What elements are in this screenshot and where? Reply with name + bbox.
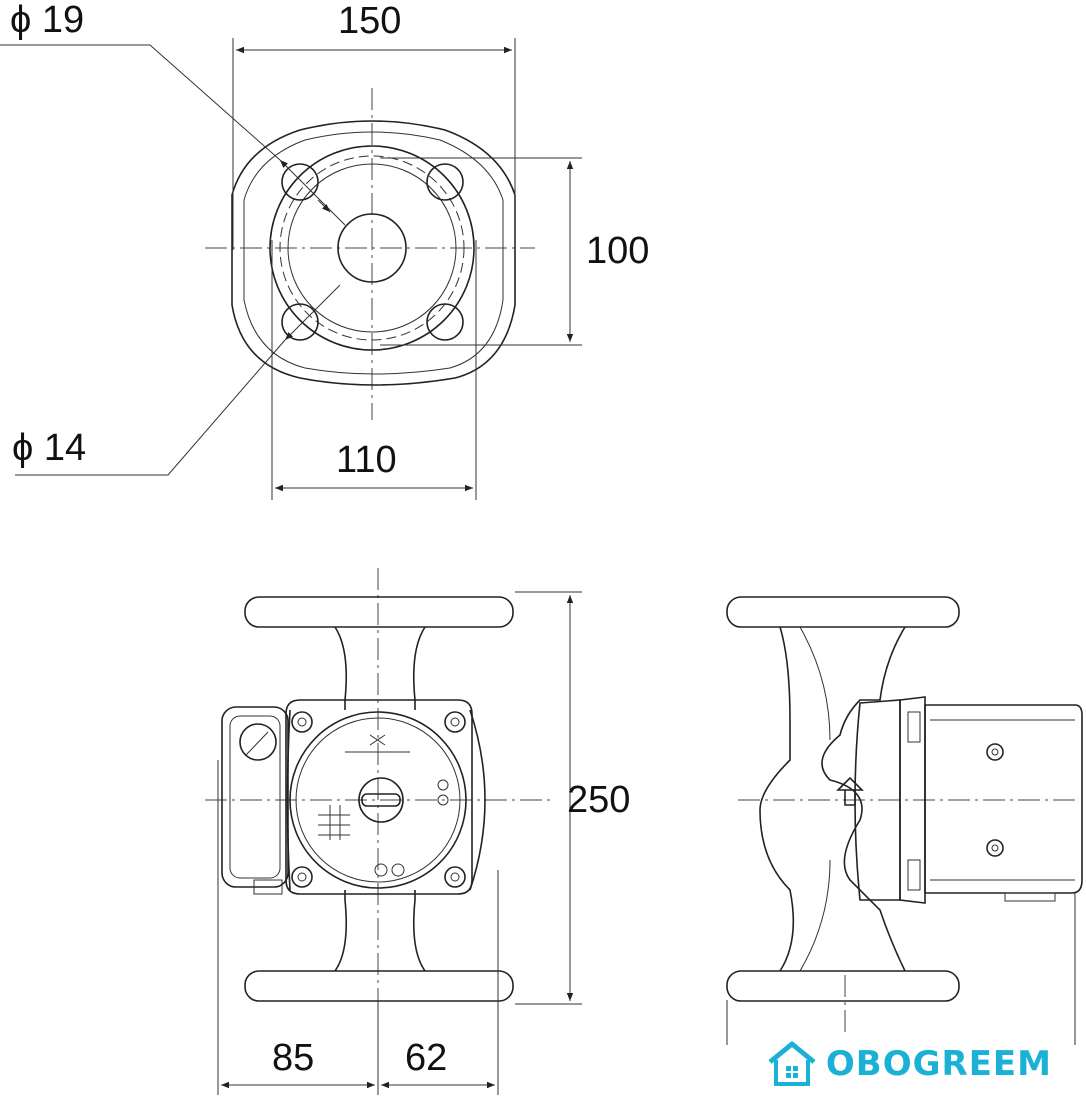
dimension-150: 150 (338, 0, 401, 42)
dimension-100: 100 (586, 230, 649, 272)
pump-front-view (205, 568, 582, 1095)
house-icon (768, 1041, 816, 1086)
dimension-85: 85 (272, 1037, 314, 1079)
dimension-62: 62 (405, 1037, 447, 1079)
watermark-logo: OBOGREEM (761, 1034, 1056, 1094)
dimension-110: 110 (336, 439, 397, 481)
pump-side-view (726, 596, 1083, 1060)
dimension-250: 250 (567, 779, 630, 821)
dimension-phi19: ϕ 19 (10, 0, 84, 41)
dimension-phi14: ϕ 14 (12, 427, 86, 469)
flange-top-view (0, 38, 582, 500)
watermark-text: OBOGREEM (825, 1044, 1052, 1084)
